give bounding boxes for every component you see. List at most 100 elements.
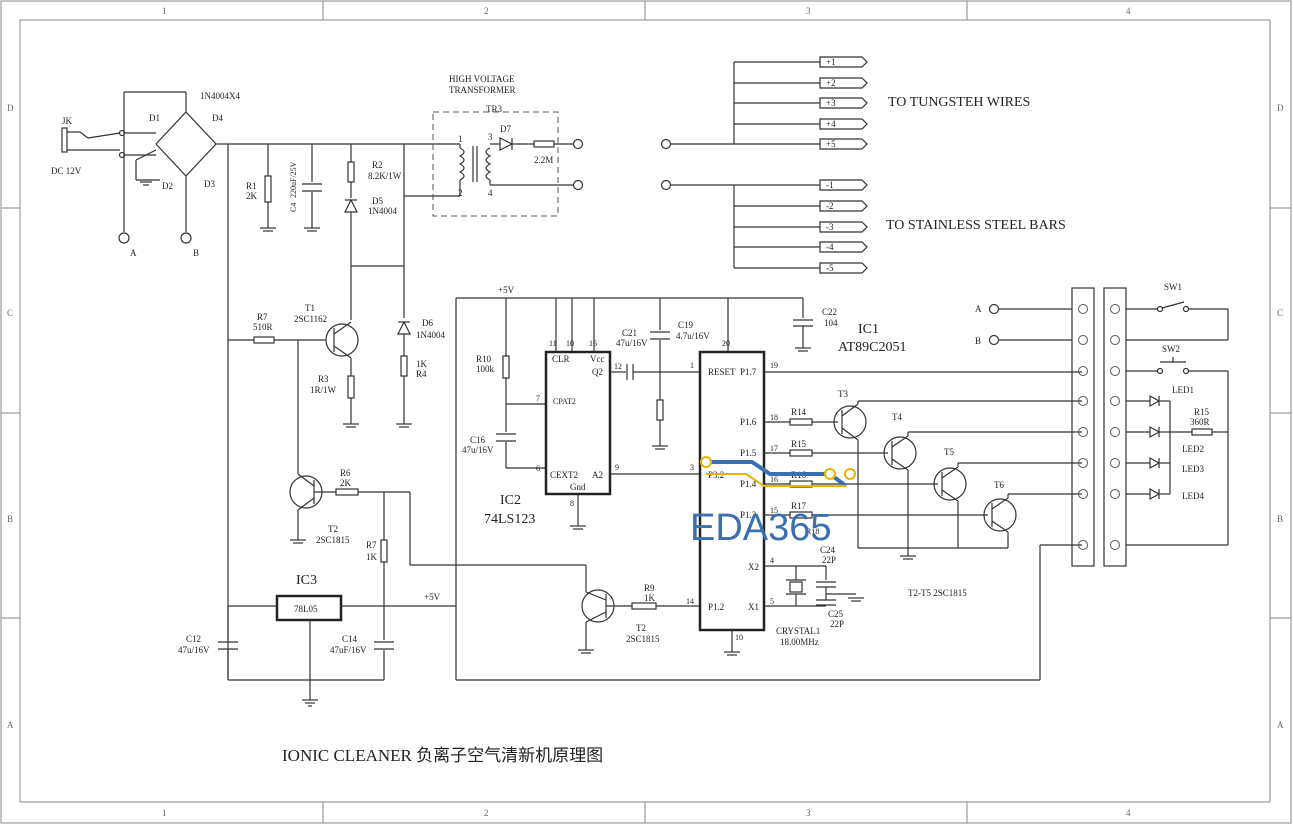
tr-pin-3: 3 [488, 132, 493, 142]
ic1-pin-p12: P1.2 [708, 602, 724, 612]
c12-ref: C12 [186, 634, 201, 644]
c24-ref: C24 [820, 545, 836, 555]
out-plus-2: +2 [826, 78, 836, 88]
c4-value: 220uF/25V [289, 161, 298, 198]
ic1-pinnum-10: 10 [735, 633, 743, 642]
ic1-pin-p13: P1.3 [740, 510, 757, 520]
col-label-2-bottom: 2 [484, 808, 489, 818]
row-label-c-right: C [1277, 308, 1283, 318]
c25-ref: C25 [828, 609, 844, 619]
ic1-pinnum-4: 4 [770, 556, 774, 565]
ic3-part: 78L05 [294, 604, 318, 614]
out-minus-5: -5 [826, 263, 834, 273]
ic2-pinnum-16: 16 [589, 339, 597, 348]
ic1-pin-p15: P1.5 [740, 448, 757, 458]
crystal-value: 18.00MHz [780, 637, 819, 647]
ic1-pinnum-3: 3 [690, 463, 694, 472]
ic1-pin-x1: X1 [748, 602, 759, 612]
jack-label: JK [62, 116, 73, 126]
r15-label: R15 [791, 439, 807, 449]
r1-ref: R1 [246, 181, 257, 191]
col-label-1: 1 [162, 6, 167, 16]
transformer-title-1: HIGH VOLTAGE [449, 74, 515, 84]
row-label-b-right: B [1277, 514, 1283, 524]
row-label-d-right: D [1277, 103, 1284, 113]
r14-label: R14 [791, 407, 807, 417]
r3-value: 1R/1W [310, 385, 337, 395]
led2-label: LED2 [1182, 444, 1204, 454]
t1-stage [228, 321, 359, 474]
col-label-4-bottom: 4 [1126, 808, 1131, 818]
rail-5v [455, 297, 1040, 681]
ic1-pin-p17: P1.7 [740, 367, 757, 377]
row-label-c: C [7, 308, 13, 318]
ic1-pinnum-16: 16 [770, 475, 778, 484]
d1-label: D1 [149, 113, 160, 123]
ic1-pin-p14: P1.4 [740, 479, 757, 489]
t4-label: T4 [892, 412, 902, 422]
c16-ref: C16 [470, 435, 486, 445]
ic2-ref: IC2 [500, 493, 521, 508]
ic2-pinnum-12: 12 [614, 362, 622, 371]
row-label-d: D [7, 103, 14, 113]
vcc-label-2: +5V [498, 285, 515, 295]
ic1-pin-x2: X2 [748, 562, 759, 572]
transistor-note: T2-T5 2SC1815 [908, 588, 967, 598]
r1-value: 2K [246, 191, 258, 201]
ic2-74ls123 [544, 350, 700, 530]
ic1-pin-reset: RESET [708, 367, 736, 377]
t1-value: 2SC1162 [294, 314, 327, 324]
ic2-pin-cpat2: CPAT2 [553, 397, 576, 406]
output-positive-bus [660, 56, 868, 150]
ic2-pinnum-7: 7 [536, 394, 540, 403]
c12-value: 47u/16V [178, 645, 210, 655]
r6-ref: R6 [340, 468, 351, 478]
c24-value: 22P [822, 555, 836, 565]
r10-ref: R10 [476, 354, 492, 364]
t5-label: T5 [944, 447, 954, 457]
out-minus-1: -1 [826, 180, 834, 190]
node-b-label: B [193, 248, 199, 258]
transformer-title-2: TRANSFORMER [449, 85, 516, 95]
ic2-pin-vcc: Vcc [590, 354, 605, 364]
d4-label: D4 [212, 113, 223, 123]
ic2-pinnum-8: 8 [570, 499, 574, 508]
supply-label: DC 12V [51, 166, 82, 176]
r15b-value: 360R [1190, 417, 1210, 427]
r4-value: 1K [416, 359, 428, 369]
tr-pin-2: 2 [458, 188, 463, 198]
d6-ref: D6 [422, 318, 433, 328]
output-negative-bus [660, 179, 868, 274]
ic1-pinnum-15: 15 [770, 506, 778, 515]
tr-pin-1: 1 [458, 134, 463, 144]
d7-label: D7 [500, 124, 511, 134]
t2a-value: 2SC1815 [316, 535, 350, 545]
terminal-strips [988, 287, 1229, 567]
sw2-label: SW2 [1162, 344, 1180, 354]
out-plus-5: +5 [826, 139, 836, 149]
c14-ref: C14 [342, 634, 358, 644]
r18-label: R18 [806, 527, 819, 536]
c22-value: 104 [824, 318, 838, 328]
t3-label: T3 [838, 389, 848, 399]
c22-ref: C22 [822, 307, 837, 317]
vcc-label: +5V [424, 592, 441, 602]
ic1-pinnum-1: 1 [690, 361, 694, 370]
c21-ref: C21 [622, 328, 637, 338]
c14-value: 47uF/16V [330, 645, 367, 655]
r9-ref: R9 [644, 583, 655, 593]
ic2-pin-a2: A2 [592, 470, 603, 480]
rail-12v [227, 143, 460, 680]
ic1-pinnum-14: 14 [686, 597, 694, 606]
r9-value: 1K [644, 593, 656, 603]
col-label-3: 3 [806, 6, 811, 16]
led1-label: LED1 [1172, 385, 1194, 395]
r7a-ref: R7 [257, 312, 268, 322]
transformer-ref: TR3 [486, 104, 503, 114]
ic1-pinnum-18: 18 [770, 413, 778, 422]
inner-frame [19, 19, 1271, 803]
r6-value: 2K [340, 478, 352, 488]
